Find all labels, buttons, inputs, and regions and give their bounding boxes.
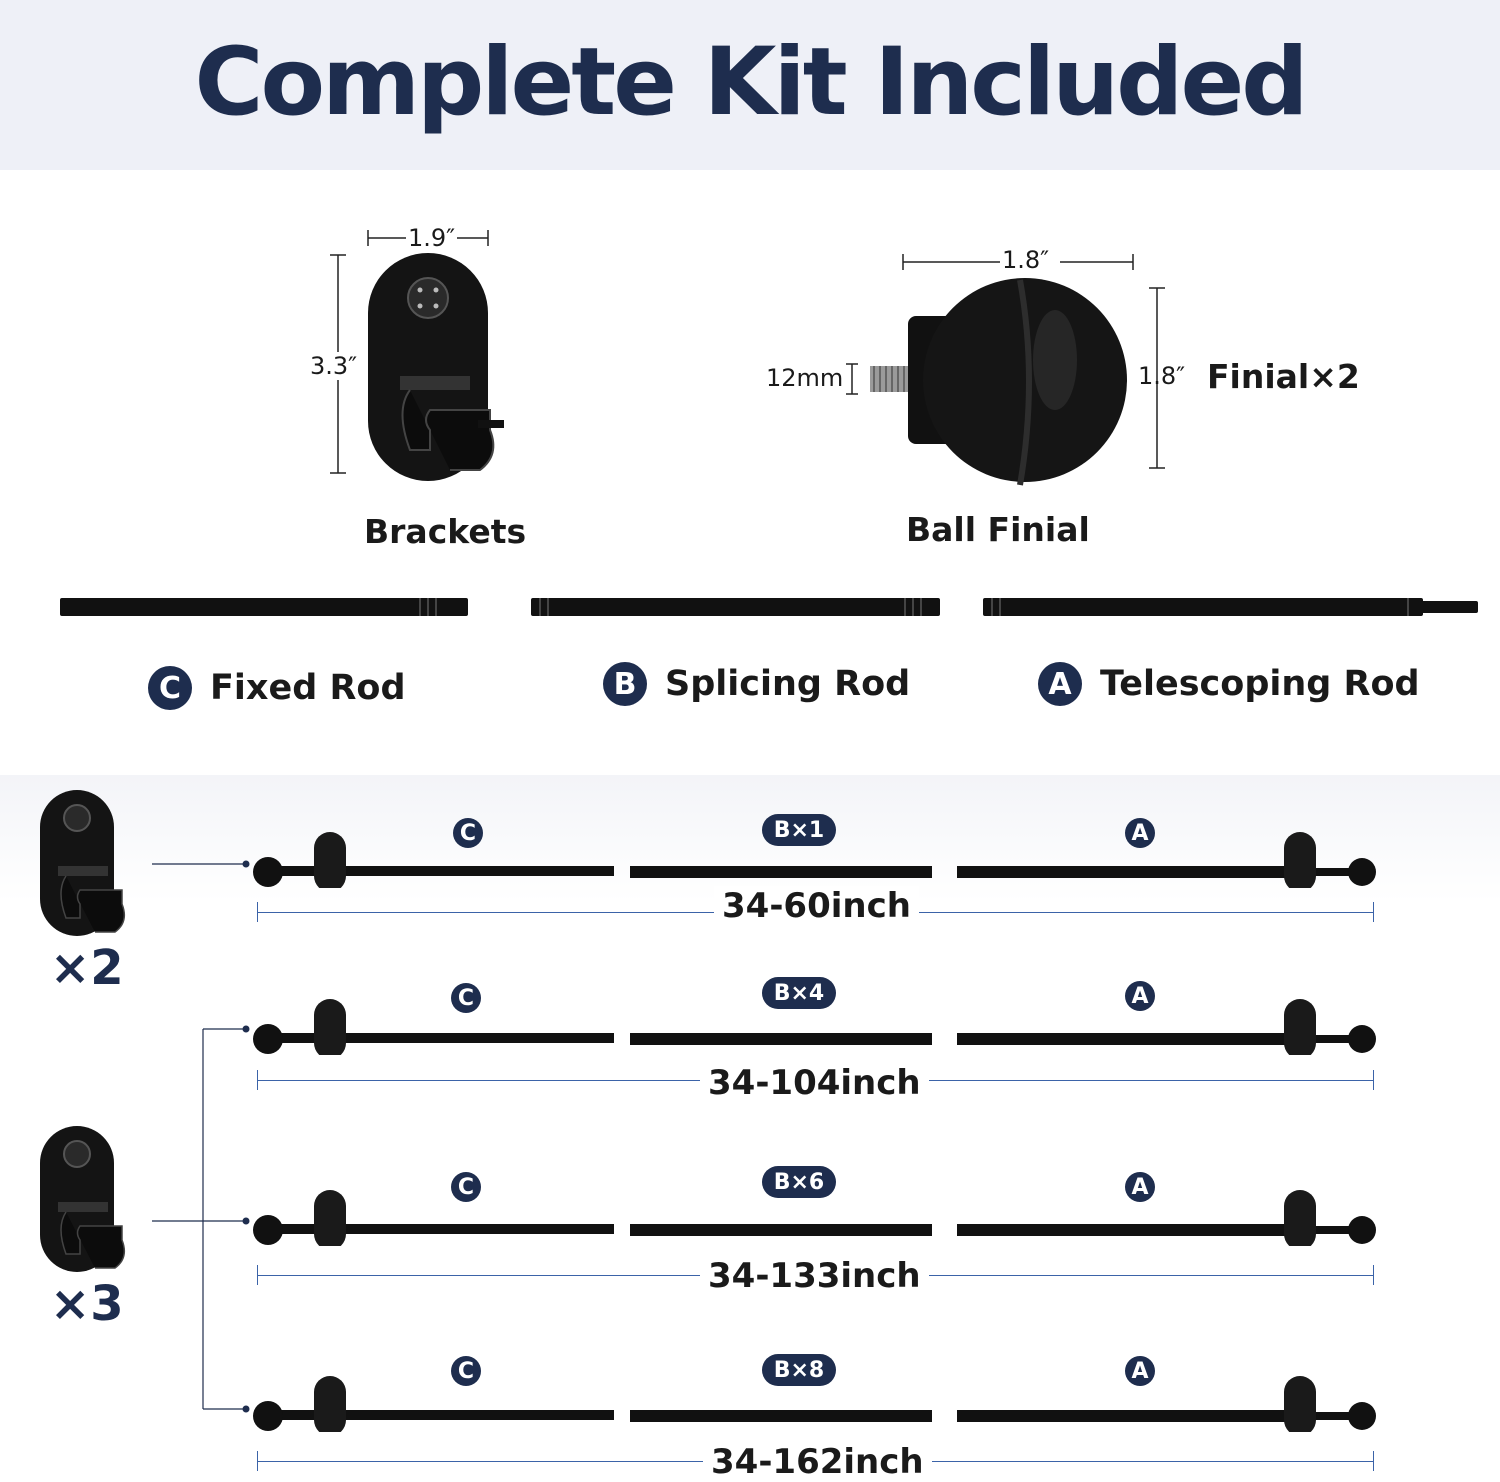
rod-assembly <box>253 832 1376 888</box>
finial-quantity-label: Finial×2 <box>1207 357 1360 396</box>
length-tick <box>1373 1070 1374 1090</box>
length-tick <box>257 902 258 922</box>
rod-a-tag: A <box>1125 1172 1155 1202</box>
length-label: 34-162inch <box>703 1442 932 1482</box>
bracket-illustration <box>330 230 504 481</box>
rod-c-tag: C <box>451 1172 481 1202</box>
length-label: 34-60inch <box>714 886 919 926</box>
rod-b-tag: B×4 <box>762 977 836 1009</box>
bracket-width-label: 1.9″ <box>406 224 458 252</box>
rod-letter-badge: C <box>148 666 192 710</box>
length-tick <box>1373 1451 1374 1471</box>
rod-c-tag: C <box>451 1356 481 1386</box>
rod-b-tag: B×1 <box>762 814 836 846</box>
rod-name: Fixed Rod <box>210 668 406 708</box>
bracket-label: Brackets <box>364 512 527 551</box>
rod-assembly <box>253 1376 1376 1432</box>
header-banner <box>0 0 1500 170</box>
finial-height-label: 1.8″ <box>1138 362 1186 390</box>
bracket-count-3: ×3 <box>50 1276 124 1332</box>
connector-lines <box>152 860 250 1413</box>
length-tick <box>257 1451 258 1471</box>
config-row-1: C B×1 A 34-60inch <box>0 808 1500 938</box>
length-label: 34-133inch <box>700 1256 929 1296</box>
rod-assembly <box>253 999 1376 1055</box>
rod-name: Telescoping Rod <box>1100 664 1420 704</box>
rod-b-tag: B×8 <box>762 1354 836 1386</box>
page-title: Complete Kit Included <box>194 28 1309 137</box>
bracket-count-2: ×2 <box>50 940 124 996</box>
rod-assembly <box>253 1190 1376 1246</box>
config-row-4: C B×8 A 34-162inch <box>0 1352 1500 1482</box>
finial-thread-label: 12mm <box>766 364 844 392</box>
rods-illustration <box>60 598 1478 616</box>
rod-a-tag: A <box>1125 981 1155 1011</box>
length-tick <box>257 1265 258 1285</box>
config-row-2: C B×4 A 34-104inch <box>0 975 1500 1105</box>
rod-letter-badge: B <box>603 662 647 706</box>
rod-letter-badge: A <box>1038 662 1082 706</box>
bracket-group-icon <box>40 1126 126 1272</box>
rod-a-tag: A <box>1125 1356 1155 1386</box>
length-tick <box>1373 902 1374 922</box>
rod-a-tag: A <box>1125 818 1155 848</box>
finial-width-label: 1.8″ <box>1002 246 1050 274</box>
rod-b-tag: B×6 <box>762 1166 836 1198</box>
length-tick <box>257 1070 258 1090</box>
bracket-group-icon <box>40 790 126 936</box>
config-row-3: C B×6 A 34-133inch <box>0 1166 1500 1296</box>
rod-c-tag: C <box>453 818 483 848</box>
rod-name: Splicing Rod <box>665 664 911 704</box>
rod-label-a: A Telescoping Rod <box>1038 662 1420 706</box>
length-tick <box>1373 1265 1374 1285</box>
finial-illustration <box>846 254 1165 486</box>
finial-label: Ball Finial <box>906 510 1090 549</box>
bracket-height-label: 3.3″ <box>310 352 358 380</box>
rod-label-c: C Fixed Rod <box>148 666 406 710</box>
rod-c-tag: C <box>451 983 481 1013</box>
rod-label-b: B Splicing Rod <box>603 662 910 706</box>
length-label: 34-104inch <box>700 1063 929 1103</box>
